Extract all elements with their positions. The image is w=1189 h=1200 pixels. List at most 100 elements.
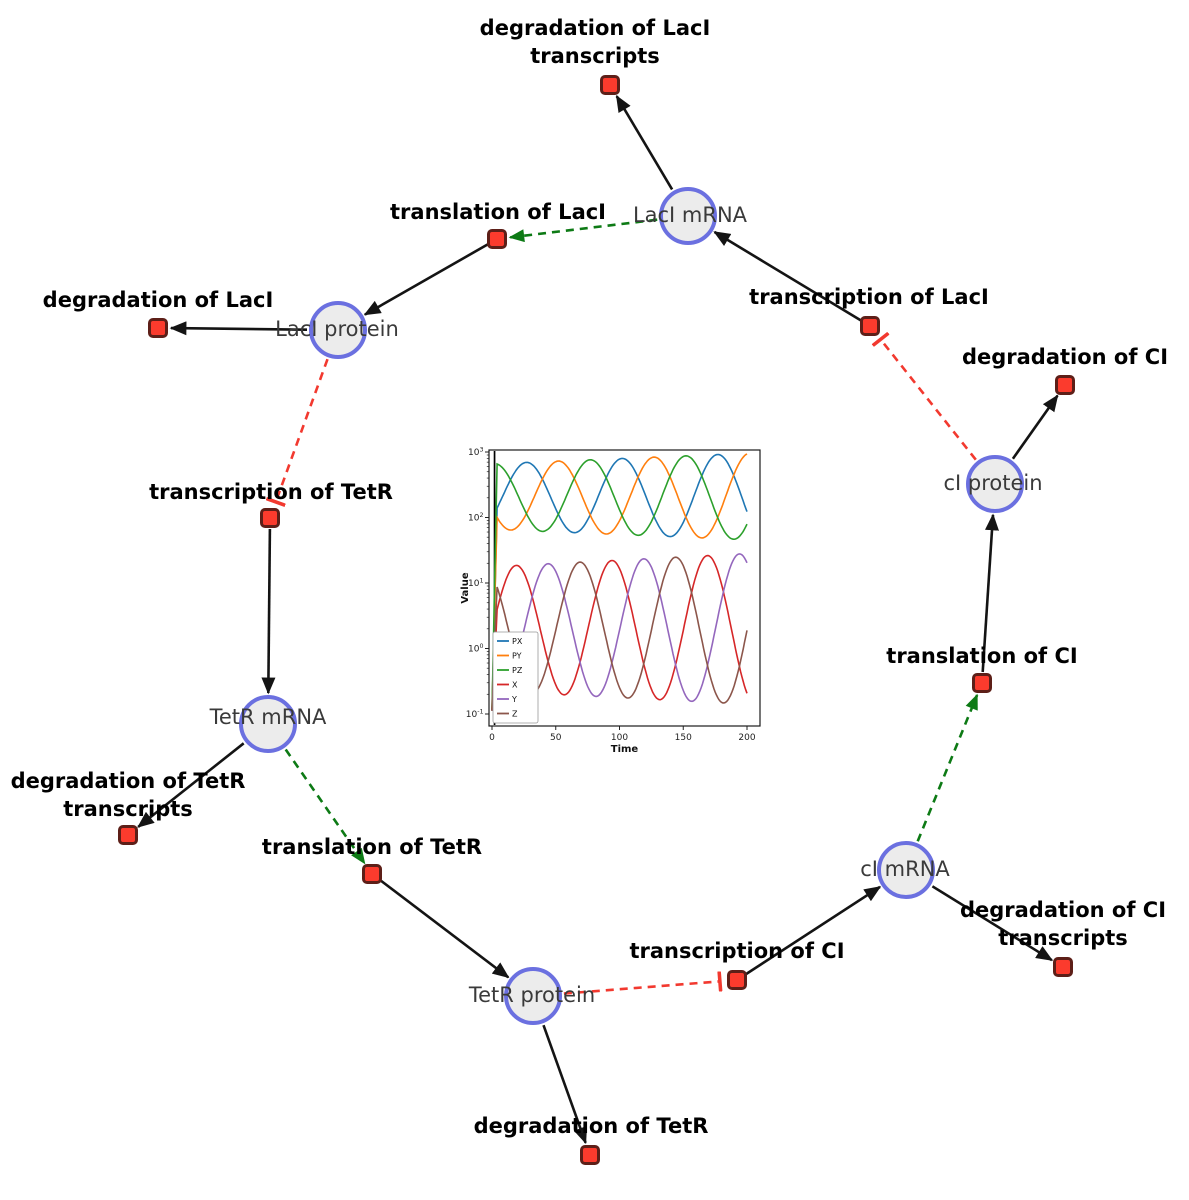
species-node-ci-mrna[interactable] [877,841,935,899]
label-line: LacI protein [275,317,399,341]
reaction-node-transl-laci[interactable] [487,229,507,249]
label-line: transcription of CI [629,939,845,963]
label-line: degradation of CI [959,898,1167,922]
edge-laci-protein-deg-laci [169,321,308,336]
x-tick-label: 150 [675,733,692,743]
reaction-node-transcr-tetr[interactable] [260,508,280,528]
species-node-ci-protein[interactable] [966,455,1024,513]
series-Y-line [491,553,748,711]
label-line: translation of TetR [261,835,483,859]
x-tick-label: 0 [489,733,495,743]
reaction-node-transl-tetr[interactable] [362,864,382,884]
label-line: transcripts [63,797,193,821]
transl-tetr-label: translation of TetR [262,833,482,861]
tetr-mrna-label: TetR mRNA [210,705,327,729]
transcr-laci-label: transcription of LacI [749,283,989,311]
edge-transcr-tetr-tetr-mrna [261,528,276,695]
edge-transcr-ci-ci-mrna [745,885,882,976]
edge-tetr-protein-transcr-ci [563,981,721,995]
legend-label-Y: Y [511,695,517,704]
y-tick-label: 102 [468,512,483,524]
species-node-tetr-mrna[interactable] [239,695,297,753]
ci-protein-label: cI protein [943,471,1042,495]
edge-tetr-mrna-transl-tetr [284,748,366,865]
y-tick-label: 10-1 [466,709,484,721]
series-PX-line [491,453,748,711]
edge-tetr-protein-deg-tetr [542,1024,587,1145]
legend: PX PY PZ XYZ [492,631,539,724]
label-line: transcription of LacI [749,285,989,309]
label-line: translation of LacI [390,200,606,224]
series-PY-line [491,453,748,711]
y-axis-label: Value [460,572,471,603]
species-node-tetr-protein[interactable] [504,967,562,1025]
reaction-node-deg-laci[interactable] [148,318,168,338]
deg-laci-tx-label: degradation of LacI transcripts [480,14,711,70]
edge-laci-mrna-transl-laci [508,218,658,243]
reaction-node-transcr-ci[interactable] [727,970,747,990]
reaction-node-deg-tetr[interactable] [580,1145,600,1165]
edge-transl-ci-ci-protein [981,513,999,673]
x-tick-label: 200 [738,733,755,743]
edge-tetr-mrna-deg-tetr-tx [137,742,245,828]
species-node-laci-mrna[interactable] [659,187,717,245]
transcr-tetr-label: transcription of TetR [149,478,393,506]
label-line: cI protein [943,471,1043,495]
label-line: degradation of TetR [10,769,246,793]
edge-transl-tetr-tetr-protein [380,879,510,979]
laci-mrna-label: LacI mRNA [633,203,747,227]
reaction-node-deg-ci-tx[interactable] [1053,957,1073,977]
legend-label-PX: PX [512,637,523,646]
reaction-node-transl-ci[interactable] [972,673,992,693]
x-tick-label: 50 [550,733,562,743]
axes-box [488,449,761,727]
deg-tetr-label: degradation of TetR [474,1112,709,1140]
edge-laci-mrna-deg-laci-tx [615,94,674,191]
label-line: degradation of LacI [42,288,274,312]
species-node-laci-protein[interactable] [309,301,367,359]
label-line: transcription of TetR [149,480,393,504]
label-line: translation of CI [886,644,1078,668]
ci-mrna-label: cI mRNA [860,857,950,881]
edge-ci-protein-transcr-laci [880,339,977,461]
edge-ci-protein-deg-ci [1011,394,1059,460]
label-line: degradation of TetR [473,1114,709,1138]
transcr-ci-label: transcription of CI [629,937,844,965]
label-line: degradation of LacI [479,16,711,40]
label-line: degradation of CI [961,345,1169,369]
y-tick-label: 101 [468,578,483,590]
label-line: cI mRNA [860,857,950,881]
legend-label-PY: PY [512,652,522,661]
label-line: LacI mRNA [632,203,748,227]
deg-ci-label: degradation of CI [962,343,1168,371]
label-line: TetR mRNA [209,705,327,729]
tetr-protein-label: TetR protein [469,983,595,1007]
reaction-node-deg-laci-tx[interactable] [600,75,620,95]
legend-label-X: X [512,681,518,690]
label-line: transcripts [998,926,1128,950]
reaction-node-deg-tetr-tx[interactable] [118,825,138,845]
label-line: transcripts [530,44,660,68]
reaction-node-deg-ci[interactable] [1055,375,1075,395]
edge-ci-mrna-transl-ci [916,693,979,842]
deg-ci-tx-label: degradation of CI transcripts [960,896,1166,952]
edge-ci-mrna-deg-ci-tx [931,885,1054,962]
legend-label-Z: Z [512,710,518,719]
y-tick-label: 103 [468,447,483,459]
legend-label-PZ: PZ [512,666,523,675]
x-tick-label: 100 [611,733,628,743]
transl-laci-label: translation of LacI [390,198,606,226]
edge-laci-protein-transcr-tetr [275,358,329,503]
x-axis-label: Time [611,744,639,755]
reaction-node-transcr-laci[interactable] [860,316,880,336]
laci-protein-label: LacI protein [275,317,399,341]
series-X-line [491,554,748,711]
deg-tetr-tx-label: degradation of TetR transcripts [11,767,246,823]
series-PZ-line [491,454,748,711]
deg-laci-label: degradation of LacI [43,286,274,314]
edge-transl-laci-laci-protein [363,243,489,316]
